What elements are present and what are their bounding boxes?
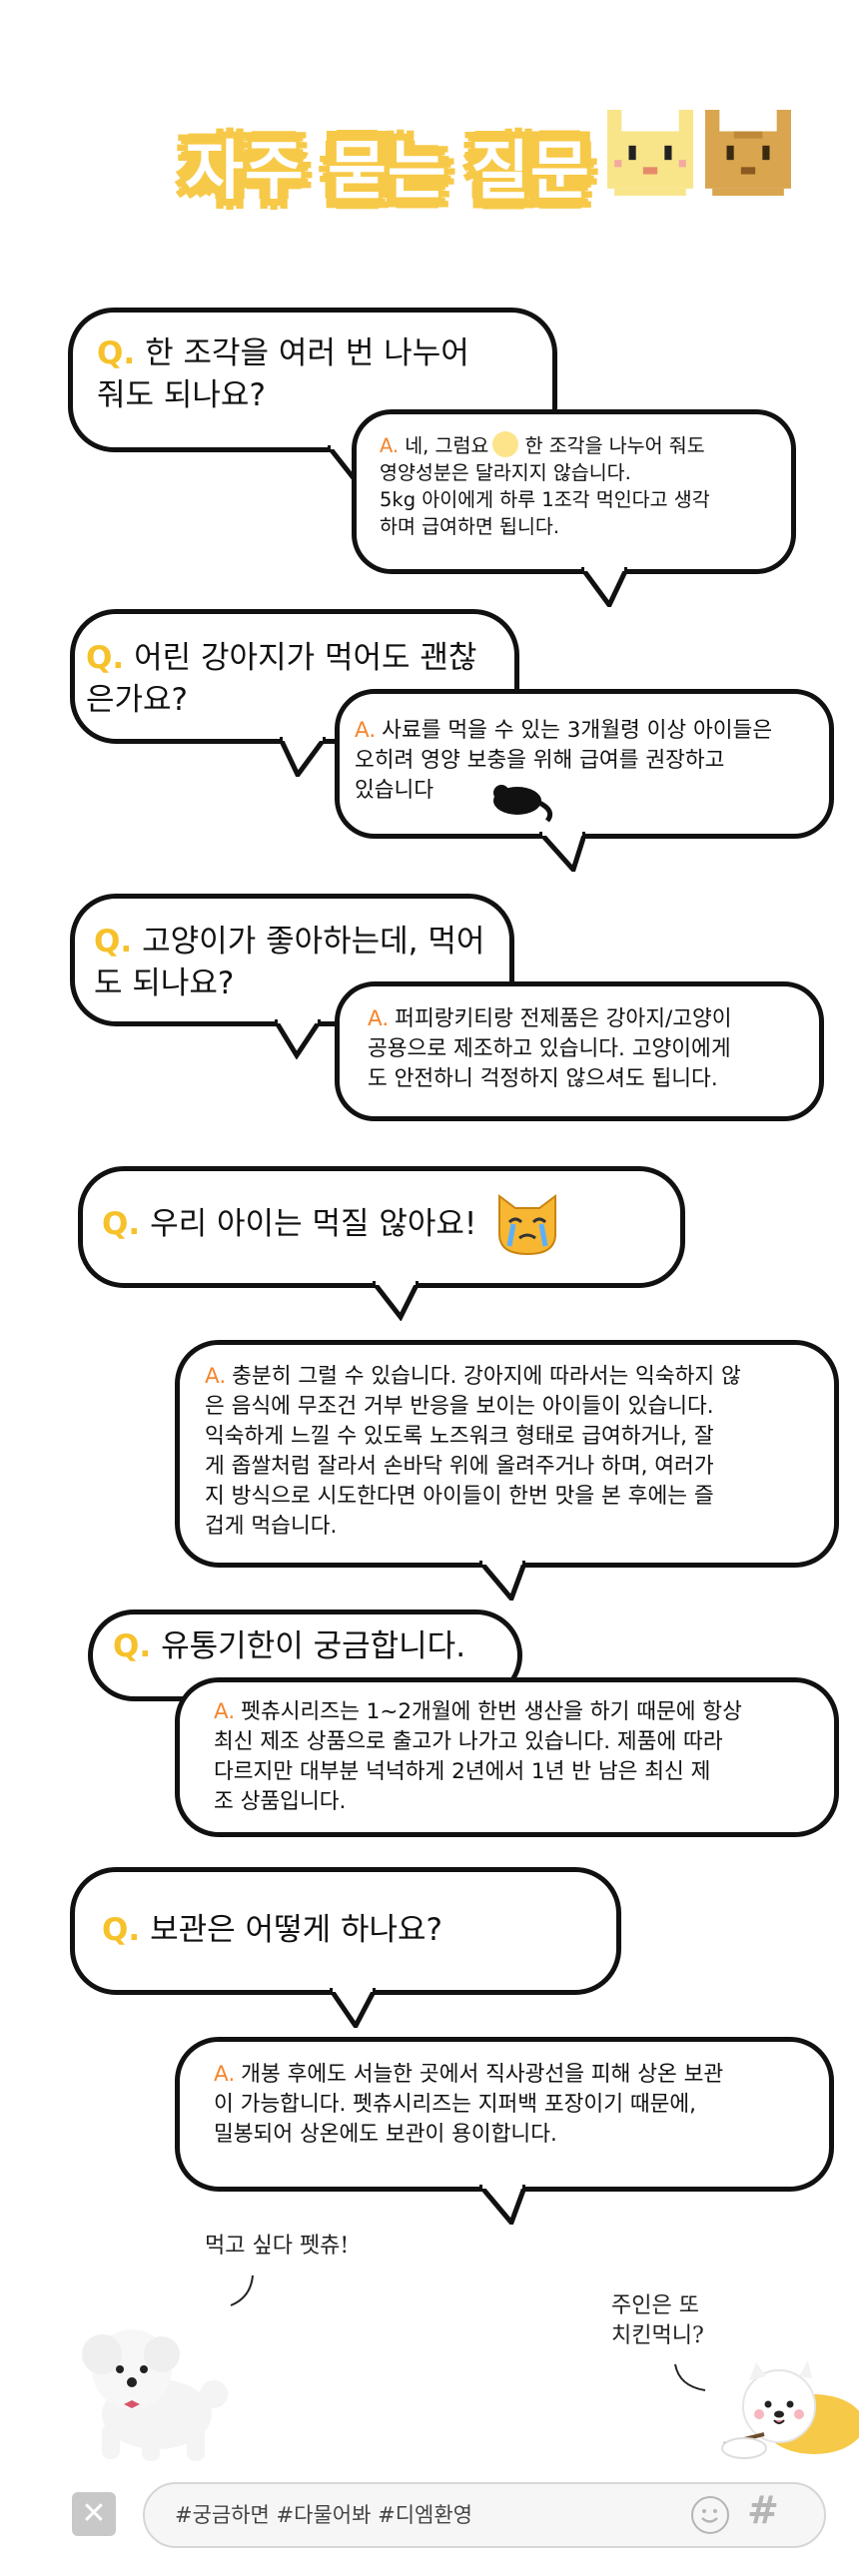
page-title: 자주 묻는 질문 [185,135,590,209]
black-cat-icon [493,785,553,823]
answer-bubble-4 [175,1340,839,1601]
crying-cat-emoji-icon [498,1194,556,1256]
answer-5: A.펫츄시리즈는 1~2개월에 한번 생산을 하기 때문에 항상 최신 제조 상… [214,1699,742,1814]
speech-line [230,2274,254,2306]
answer-6: A.개봉 후에도 서늘한 곳에서 직사광선을 피해 상온 보관 이 가능합니다.… [214,2062,724,2147]
answer-3: A.퍼피랑키티랑 전제품은 강아지/고양이 공용으로 제조하고 있습니다. 고양… [368,1006,732,1091]
dog-speech-text: 먹고 싶다 펫츄! [205,2234,350,2258]
hashtag-icon[interactable]: # [747,2488,779,2532]
white-dog-illustration [82,2329,228,2461]
answer-2: A.사료를 먹을 수 있는 3개월령 이상 아이들은 오히려 영양 보충을 위해… [355,718,773,803]
answer-bubble-6 [175,2037,834,2225]
question-6: Q.보관은 어떻게 하나요? [102,1912,442,1948]
bubble-tail [479,1561,525,1601]
smile-face-glyph [701,2509,718,2523]
answer-4: A.충분히 그럴 수 있습니다. 강아지에 따라서는 익숙하지 않 은 음식에 … [205,1364,741,1539]
question-4: Q.우리 아이는 먹질 않아요! [102,1206,477,1242]
yellow-pixel-cat-icon [607,110,693,196]
question-5: Q.유통기한이 궁금합니다. [113,1628,466,1664]
sparkle-emoji-icon [492,431,519,457]
speech-line [674,2363,706,2391]
answer-bubble-3 [335,981,824,1121]
bubble-tail [275,1019,321,1059]
bubble-tail [330,1988,376,2028]
brown-pixel-cat-icon [705,110,791,196]
bubble-tail [373,1281,419,1321]
question-1: Q.한 조각을 여러 번 나누어 줘도 되나요? [97,335,469,413]
page-title-block: 자주 묻는 질문 [185,110,604,215]
bubble-tail [581,567,627,607]
cat-speech-text: 주인은 또 치킨먹니? [611,2293,704,2348]
bubble-tail [539,832,585,872]
answer-bubble-1 [352,409,796,607]
question-bubble-6 [70,1867,621,2028]
bubble-tail [479,2185,525,2225]
answer-bubble-2 [335,689,834,872]
smile-icon[interactable] [691,2496,729,2534]
question-3: Q.고양이가 좋아하는데, 먹어 도 되나요? [94,924,485,1001]
answer-1: A.네, 그럼요 한 조각을 나누어 줘도 영양성분은 달라지지 않습니다. 5… [380,431,710,540]
close-button[interactable]: ✕ [72,2492,116,2536]
question-bubble-4 [78,1166,685,1321]
bubble-tail [280,737,326,777]
dog-with-pillow-illustration [721,2360,859,2459]
answer-bubble-5 [175,1677,839,1837]
question-2: Q.어린 강아지가 먹어도 괜찮 은가요? [86,640,477,718]
question-bubble-2 [70,609,519,777]
